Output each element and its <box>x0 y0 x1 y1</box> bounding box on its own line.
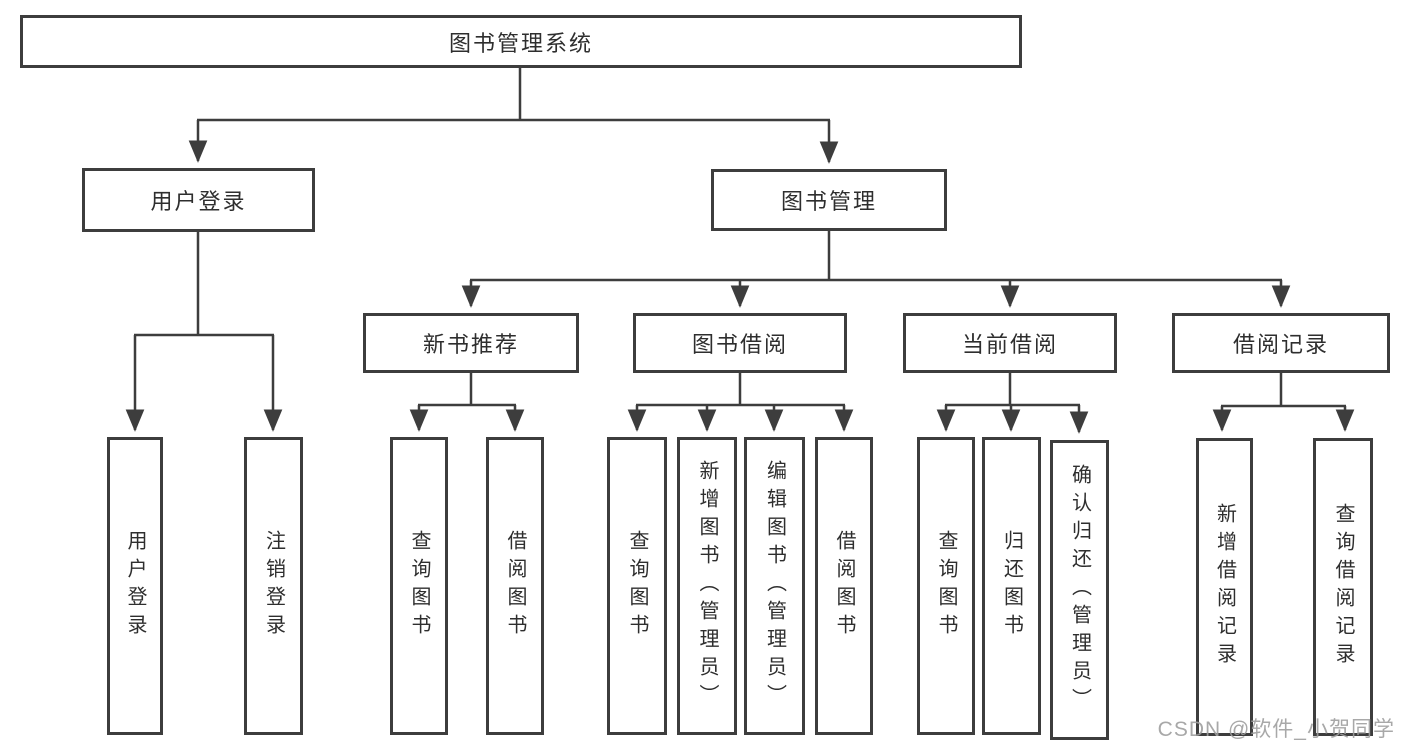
leaf-add-book-admin-label: 新增图书（管理员） <box>696 460 718 712</box>
leaf-add-book-admin: 新增图书（管理员） <box>677 437 737 735</box>
leaf-query-book-recommend: 查询图书 <box>390 437 448 735</box>
node-root-system: 图书管理系统 <box>20 15 1022 68</box>
leaf-query-borrow-record: 查询借阅记录 <box>1313 438 1373 736</box>
leaf-return-book: 归还图书 <box>982 437 1041 735</box>
leaf-logout-login-label: 注销登录 <box>262 530 285 642</box>
node-root-system-label: 图书管理系统 <box>448 30 593 56</box>
leaf-query-book-recommend-label: 查询图书 <box>408 530 430 642</box>
node-book-management-label: 图书管理 <box>780 189 877 214</box>
node-borrowing-records-label: 借阅记录 <box>1232 332 1329 357</box>
leaf-return-book-label: 归还图书 <box>1000 530 1023 642</box>
leaf-add-borrow-record: 新增借阅记录 <box>1196 438 1253 736</box>
leaf-user-login-label: 用户登录 <box>124 530 146 642</box>
leaf-borrow-book-borrowing-label: 借阅图书 <box>833 530 855 642</box>
leaf-borrow-book-recommend-label: 借阅图书 <box>504 530 526 642</box>
leaf-edit-book-admin-label: 编辑图书（管理员） <box>763 460 786 712</box>
leaf-user-login: 用户登录 <box>107 437 163 735</box>
node-user-login: 用户登录 <box>82 168 315 232</box>
node-book-borrowing-label: 图书借阅 <box>691 332 788 357</box>
node-borrowing-records: 借阅记录 <box>1172 313 1390 373</box>
leaf-query-book-current-label: 查询图书 <box>935 530 957 642</box>
leaf-query-book-current: 查询图书 <box>917 437 975 735</box>
node-new-book-recommendation: 新书推荐 <box>363 313 579 373</box>
leaf-edit-book-admin: 编辑图书（管理员） <box>744 437 805 735</box>
node-new-book-recommendation-label: 新书推荐 <box>422 332 519 357</box>
node-current-borrowing: 当前借阅 <box>903 313 1117 373</box>
leaf-borrow-book-recommend: 借阅图书 <box>486 437 544 735</box>
leaf-query-borrow-record-label: 查询借阅记录 <box>1332 503 1354 671</box>
leaf-add-borrow-record-label: 新增借阅记录 <box>1213 503 1236 671</box>
leaf-query-book-borrowing-label: 查询图书 <box>626 530 648 642</box>
leaf-logout-login: 注销登录 <box>244 437 303 735</box>
node-user-login-label: 用户登录 <box>150 189 247 214</box>
leaf-borrow-book-borrowing: 借阅图书 <box>815 437 873 735</box>
node-book-borrowing: 图书借阅 <box>633 313 847 373</box>
leaf-query-book-borrowing: 查询图书 <box>607 437 667 735</box>
node-book-management: 图书管理 <box>711 169 947 231</box>
leaf-confirm-return-admin: 确认归还（管理员） <box>1050 440 1109 740</box>
csdn-watermark: CSDN @软件_小贺同学 <box>1157 718 1395 741</box>
leaf-confirm-return-admin-label: 确认归还（管理员） <box>1068 464 1091 716</box>
node-current-borrowing-label: 当前借阅 <box>961 332 1058 357</box>
